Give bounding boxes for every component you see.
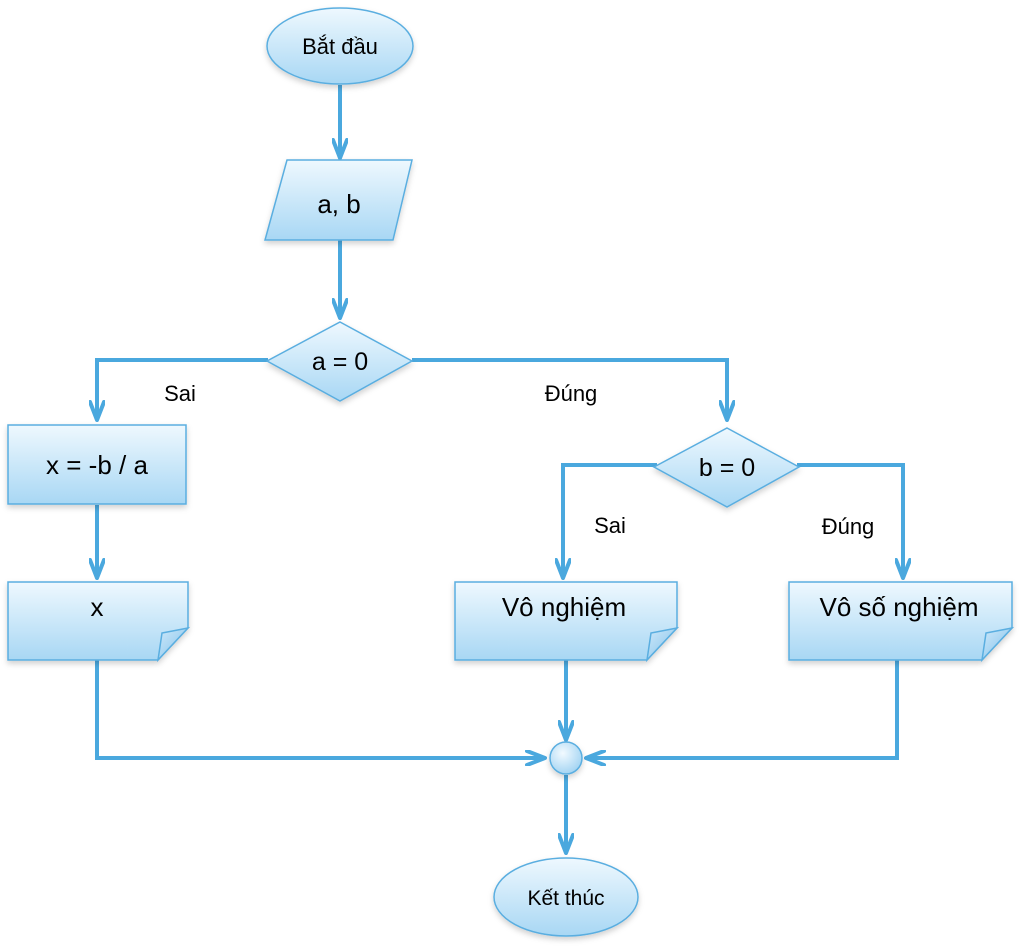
compute-label: x = -b / a: [46, 450, 148, 480]
end-label: Kết thúc: [527, 887, 604, 910]
junction-node: [549, 741, 583, 775]
infinite-solutions-node: Vô số nghiệm: [788, 581, 1015, 663]
edge-decision-b-true: [797, 463, 903, 578]
output-x-label: x: [91, 592, 104, 622]
decision-a-node: a = 0: [265, 321, 414, 402]
input-node: a, b: [264, 159, 413, 241]
start-node: Bắt đầu: [266, 7, 414, 85]
end-node: Kết thúc: [493, 857, 639, 937]
edges: [97, 85, 903, 853]
input-label: a, b: [317, 189, 360, 219]
decision-b-node: b = 0: [652, 427, 801, 508]
edge-label-b-true: Đúng: [822, 514, 875, 539]
edge-decision-a-true: [412, 358, 727, 420]
edge-label-b-false: Sai: [594, 513, 626, 538]
no-solution-node: Vô nghiệm: [454, 581, 680, 663]
compute-node: x = -b / a: [7, 424, 187, 505]
start-label: Bắt đầu: [302, 34, 378, 59]
edge-infinite-to-junction: [586, 660, 899, 758]
edge-decision-a-false: [97, 358, 268, 420]
decision-a-label: a = 0: [312, 348, 368, 376]
edge-label-a-false: Sai: [164, 381, 196, 406]
infinite-solutions-label: Vô số nghiệm: [820, 592, 979, 622]
decision-b-label: b = 0: [699, 454, 755, 482]
edge-output-x-to-junction: [95, 660, 545, 758]
edge-label-a-true: Đúng: [545, 381, 598, 406]
no-solution-label: Vô nghiệm: [502, 592, 626, 622]
edge-decision-b-false: [563, 463, 657, 578]
output-x-node: x: [7, 581, 191, 663]
